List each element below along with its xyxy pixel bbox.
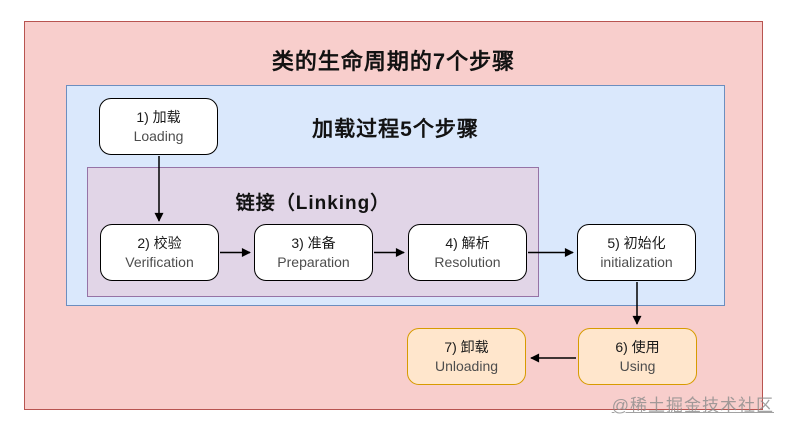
juejin-watermark: @稀土掘金技术社区 [611,396,774,415]
node-unloading-label-zh: 7) 卸载 [444,338,489,355]
node-resolution: 4) 解析 Resolution [408,224,527,281]
node-verification: 2) 校验 Verification [100,224,219,281]
node-initialization: 5) 初始化 initialization [577,224,696,281]
node-initialization-label-en: initialization [600,253,673,270]
node-using-label-zh: 6) 使用 [615,338,660,355]
linking-group-label: 链接（Linking） [235,193,391,214]
node-loading-label-zh: 1) 加载 [136,108,181,125]
node-preparation: 3) 准备 Preparation [254,224,373,281]
node-resolution-label-en: Resolution [434,253,501,270]
node-initialization-label-zh: 5) 初始化 [607,234,666,251]
node-unloading: 7) 卸载 Unloading [407,328,526,385]
node-loading-label-en: Loading [133,127,184,144]
node-preparation-label-en: Preparation [277,253,350,270]
node-using: 6) 使用 Using [578,328,697,385]
node-unloading-label-en: Unloading [434,357,499,374]
node-verification-label-en: Verification [125,253,194,270]
node-preparation-label-zh: 3) 准备 [291,234,336,251]
node-verification-label-zh: 2) 校验 [137,234,182,251]
loading-group-label: 加载过程5个步骤 [312,118,479,141]
node-using-label-en: Using [619,357,656,374]
diagram-title: 类的生命周期的7个步骤 [271,49,516,74]
node-resolution-label-zh: 4) 解析 [445,234,490,251]
node-loading: 1) 加载 Loading [99,98,218,155]
